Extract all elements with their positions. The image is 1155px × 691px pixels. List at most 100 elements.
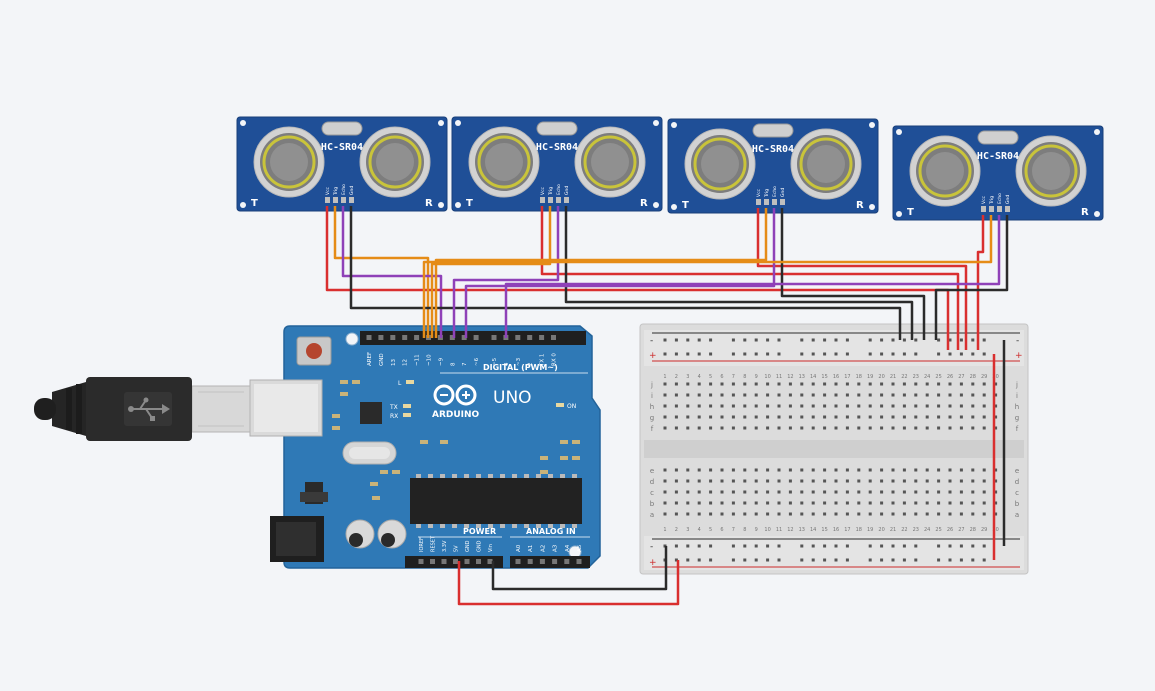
- mounting-hole: [671, 204, 677, 210]
- wire-arduino-5v[interactable]: [457, 560, 680, 606]
- column-number-top: 5: [709, 374, 712, 380]
- wire-s2-trig[interactable]: [430, 206, 552, 338]
- row-letter: h: [650, 403, 654, 411]
- sensor-pin[interactable]: [540, 197, 545, 203]
- corner-label-right: R: [856, 200, 864, 211]
- row-letter: d: [1015, 478, 1019, 486]
- led-on: [556, 403, 564, 407]
- digital-pin-label: 12: [403, 359, 409, 366]
- column-number-top: 11: [776, 374, 782, 380]
- column-number-bottom: 10: [764, 527, 770, 533]
- column-number-top: 22: [901, 374, 907, 380]
- digital-header-label: DIGITAL (PWM~): [483, 363, 558, 372]
- row-letter: c: [650, 489, 654, 497]
- power-pin-label: RESET: [431, 535, 437, 552]
- usb-cable[interactable]: [34, 377, 251, 441]
- wire-s1-vcc[interactable]: [325, 206, 950, 350]
- wire-s1-gnd[interactable]: [349, 206, 902, 340]
- sensor-model-label: HC-SR04: [977, 151, 1019, 162]
- wire-arduino-gnd[interactable]: [491, 546, 668, 591]
- column-number-bottom: 19: [867, 527, 873, 533]
- mounting-hole: [653, 120, 659, 126]
- column-number-bottom: 29: [981, 527, 987, 533]
- sensor-model-label: HC-SR04: [536, 142, 578, 153]
- column-number-bottom: 16: [833, 527, 839, 533]
- sensor-crystal: [321, 121, 363, 136]
- column-number-top: 9: [755, 374, 758, 380]
- sensor-pin-label: Echo: [997, 193, 1003, 204]
- row-letter: i: [651, 392, 653, 400]
- sensor-pin-label: Echo: [341, 184, 347, 195]
- transducer-left: [253, 126, 325, 198]
- row-letter: e: [650, 467, 654, 475]
- sensor-pin-label: Gnd: [349, 186, 355, 195]
- column-number-top: 6: [720, 374, 723, 380]
- sensor-pin[interactable]: [989, 206, 994, 212]
- row-letter: e: [1015, 467, 1019, 475]
- breadboard[interactable]: - + - + - + 1122334455667788991010111112…: [639, 323, 1029, 575]
- digital-pin-label: ~11: [415, 354, 421, 366]
- sensor-pin[interactable]: [1005, 206, 1010, 212]
- sensor-pin[interactable]: [333, 197, 338, 203]
- wire-s2-vcc[interactable]: [540, 206, 960, 350]
- sensor-crystal: [977, 130, 1019, 145]
- sensor-pin[interactable]: [780, 199, 785, 205]
- wire-s4-echo[interactable]: [504, 215, 1001, 338]
- sensor-pin[interactable]: [981, 206, 986, 212]
- column-number-top: 23: [913, 374, 919, 380]
- sensor-pin[interactable]: [764, 199, 769, 205]
- row-letter: b: [1015, 500, 1020, 508]
- column-number-bottom: 15: [821, 527, 827, 533]
- sensor-pin-label: Trig: [764, 189, 770, 198]
- sensor-crystal: [752, 123, 794, 138]
- led-tx: [403, 404, 411, 408]
- sensor-pin-label: Echo: [556, 184, 562, 195]
- mounting-hole: [869, 204, 875, 210]
- column-number-bottom: 5: [709, 527, 712, 533]
- wire-s4-gnd[interactable]: [934, 215, 1009, 340]
- corner-label-right: R: [640, 198, 648, 209]
- column-number-bottom: 7: [732, 527, 735, 533]
- transducer-left: [468, 126, 540, 198]
- analog-pin-label: A3: [553, 544, 559, 552]
- mounting-hole: [438, 120, 444, 126]
- sensor-pin[interactable]: [349, 197, 354, 203]
- atmega328p-chip: [410, 478, 582, 524]
- wire-s3-trig[interactable]: [434, 208, 768, 338]
- wires: [325, 206, 1009, 606]
- column-number-top: 3: [686, 374, 689, 380]
- column-number-bottom: 24: [924, 527, 930, 533]
- sensor-pin[interactable]: [772, 199, 777, 205]
- wire-s2-gnd[interactable]: [564, 206, 914, 340]
- column-number-bottom: 4: [698, 527, 701, 533]
- row-letter: d: [650, 478, 654, 486]
- breadboard-holes: [663, 338, 998, 562]
- wire-s4-trig[interactable]: [422, 215, 993, 338]
- wire-s1-echo[interactable]: [341, 206, 443, 338]
- wire-s3-echo[interactable]: [464, 208, 776, 338]
- sensor-pin[interactable]: [756, 199, 761, 205]
- wire-s3-gnd[interactable]: [780, 208, 926, 340]
- sensor-pin[interactable]: [564, 197, 569, 203]
- wire-s2-echo[interactable]: [452, 206, 560, 338]
- analog-pin-label: A1: [528, 545, 534, 552]
- sensor-pin[interactable]: [556, 197, 561, 203]
- sensor-pin[interactable]: [548, 197, 553, 203]
- row-letter: g: [1015, 414, 1019, 422]
- sensor-pin[interactable]: [325, 197, 330, 203]
- power-pin-label: 5V: [454, 545, 460, 552]
- led-on-label: ON: [567, 403, 576, 410]
- sensor-pin[interactable]: [997, 206, 1002, 212]
- wire-s3-vcc[interactable]: [756, 208, 968, 350]
- wire-s1-trig[interactable]: [333, 206, 430, 338]
- sensor-pin[interactable]: [341, 197, 346, 203]
- wire-s4-vcc[interactable]: [976, 215, 985, 350]
